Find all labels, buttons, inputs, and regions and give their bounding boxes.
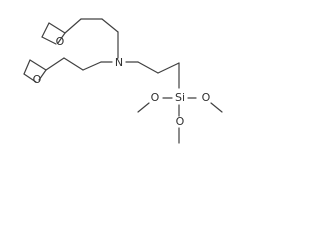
bond — [137, 61, 159, 74]
silicon-atom-label: Si — [175, 91, 185, 104]
bond — [38, 69, 47, 81]
bond — [23, 59, 31, 75]
bond — [64, 18, 82, 34]
bond — [210, 102, 223, 113]
bond — [137, 102, 150, 113]
bonds — [23, 18, 223, 144]
bond — [29, 59, 47, 71]
bond — [45, 57, 65, 71]
bond — [57, 32, 66, 44]
bond — [48, 22, 66, 34]
atom-labels: O O N Si O O O — [33, 35, 211, 128]
oxygen-atom-label: O — [176, 115, 185, 128]
oxygen-atom-label: O — [202, 91, 211, 104]
bond — [41, 22, 50, 38]
bond — [63, 57, 84, 71]
molecule-svg: O O N Si O O O — [23, 18, 223, 144]
bond — [101, 18, 119, 33]
oxygen-atom-label: O — [56, 35, 65, 48]
oxygen-atom-label: O — [151, 91, 160, 104]
bond — [41, 36, 57, 45]
nitrogen-atom-label: N — [115, 56, 123, 69]
molecule-diagram: O O N Si O O O — [23, 18, 223, 144]
bond — [23, 73, 37, 83]
oxygen-atom-label: O — [33, 73, 42, 86]
bond — [82, 61, 102, 71]
bond — [157, 62, 180, 74]
